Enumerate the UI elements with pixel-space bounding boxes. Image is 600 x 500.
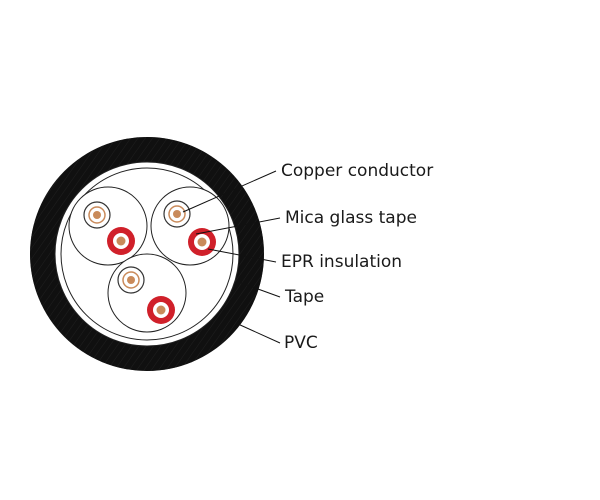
leader-pvc xyxy=(237,323,281,344)
copper-conductor xyxy=(156,305,166,315)
copper-conductor xyxy=(116,236,126,246)
pair-top-left xyxy=(68,186,148,266)
leader-copper-conductor xyxy=(182,170,277,213)
core-white xyxy=(83,201,111,229)
pair-screen xyxy=(150,186,230,266)
label-epr-insulation: EPR insulation xyxy=(281,252,403,272)
core-red xyxy=(147,296,175,324)
leader-epr-insulation xyxy=(207,248,277,263)
leader-tape xyxy=(235,280,281,298)
copper-conductor xyxy=(173,210,181,218)
core-red xyxy=(107,227,135,255)
copper-conductor xyxy=(127,276,135,284)
core-white xyxy=(163,200,191,228)
copper-conductor xyxy=(93,211,101,219)
pair-top-right xyxy=(150,186,230,266)
pair-bottom xyxy=(107,253,187,333)
pair-screen xyxy=(107,253,187,333)
copper-conductor xyxy=(197,237,207,247)
leader-mica-glass-tape xyxy=(195,217,281,235)
label-copper-conductor: Copper conductor xyxy=(281,161,434,181)
core-white xyxy=(117,266,145,294)
pair-screen xyxy=(68,186,148,266)
label-mica-glass-tape: Mica glass tape xyxy=(285,208,417,228)
core-red xyxy=(188,228,216,256)
label-pvc: PVC xyxy=(284,333,318,353)
label-tape: Tape xyxy=(285,287,325,307)
